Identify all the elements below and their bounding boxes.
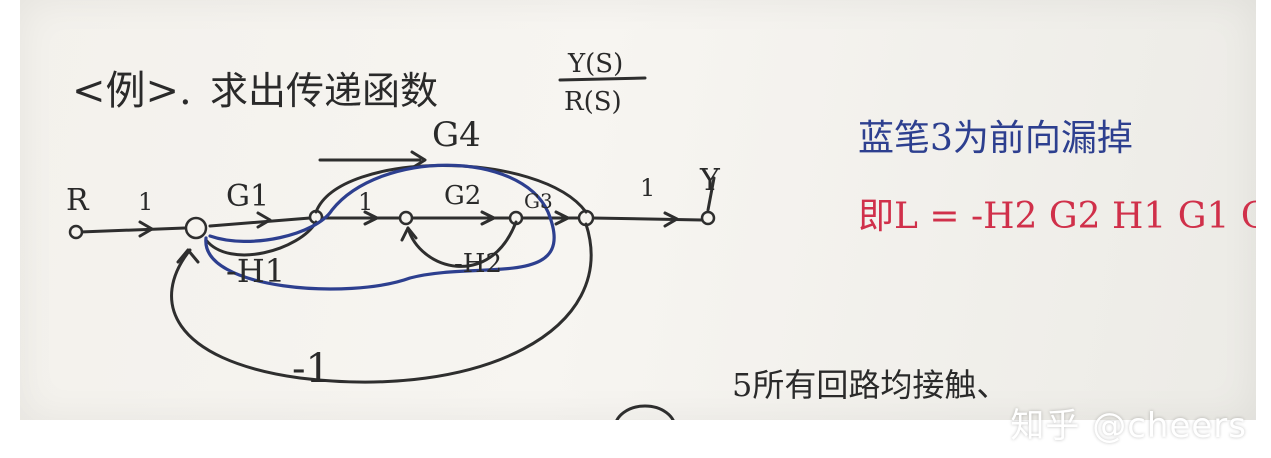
label-gain-in: 1 — [138, 188, 153, 216]
label-h1: -H1 — [226, 252, 285, 290]
zhihu-watermark: 知乎 @cheers — [1010, 406, 1247, 446]
label-g1: G1 — [226, 179, 269, 214]
label-g3: G3 — [524, 189, 553, 213]
note-bottom: 5所有回路均接触、 — [732, 366, 1008, 404]
label-g4: G4 — [432, 115, 481, 155]
handwritten-note-photo: <例>. 求出传递函数 Y(S) R(S) R 1 G1 1 G2 G3 1 Y… — [20, 0, 1256, 420]
note-blue: 蓝笔3为前向漏掉 — [858, 118, 1133, 159]
arrow-in — [138, 220, 154, 238]
label-minus-one: -1 — [292, 346, 331, 392]
label-output: Y — [699, 163, 721, 198]
example-prefix: <例>. — [72, 68, 192, 114]
label-gain-mid: 1 — [358, 188, 373, 216]
node-y — [700, 210, 716, 226]
fraction-bar — [558, 76, 647, 82]
arrow-minus-one — [176, 248, 200, 264]
label-g2: G2 — [444, 181, 481, 211]
edge-h1 — [204, 220, 318, 257]
title-text: 求出传递函数 — [210, 69, 438, 113]
node-b — [398, 210, 414, 226]
label-gain-out: 1 — [640, 174, 655, 202]
arrow-g2 — [480, 210, 496, 226]
arrow-out — [663, 211, 679, 228]
node-e — [184, 216, 208, 240]
cut-off-circle — [615, 404, 675, 420]
node-r — [68, 224, 84, 240]
label-input: R — [66, 183, 90, 218]
edge-h2 — [406, 220, 518, 268]
edge-g1 — [208, 216, 312, 228]
arrow-mid — [363, 210, 379, 226]
arrow-h2 — [400, 226, 418, 242]
signal-flow-graph: <例>. 求出传递函数 Y(S) R(S) R 1 G1 1 G2 G3 1 Y… — [66, 49, 1256, 420]
edge-out — [590, 216, 704, 222]
arrow-g4 — [410, 150, 427, 170]
output-stem — [706, 176, 716, 212]
edge-in — [78, 226, 187, 234]
blue-loop — [204, 163, 556, 291]
fraction-denominator: R(S) — [564, 87, 622, 117]
arrow-g3 — [554, 210, 570, 226]
fraction-numerator: Y(S) — [567, 49, 623, 79]
arrow-g1 — [256, 211, 272, 229]
note-red: 即L = -H2 G2 H1 G1 G4 — [858, 196, 1256, 237]
label-h2: -H2 — [454, 249, 502, 279]
edge-minus-one — [170, 222, 593, 384]
